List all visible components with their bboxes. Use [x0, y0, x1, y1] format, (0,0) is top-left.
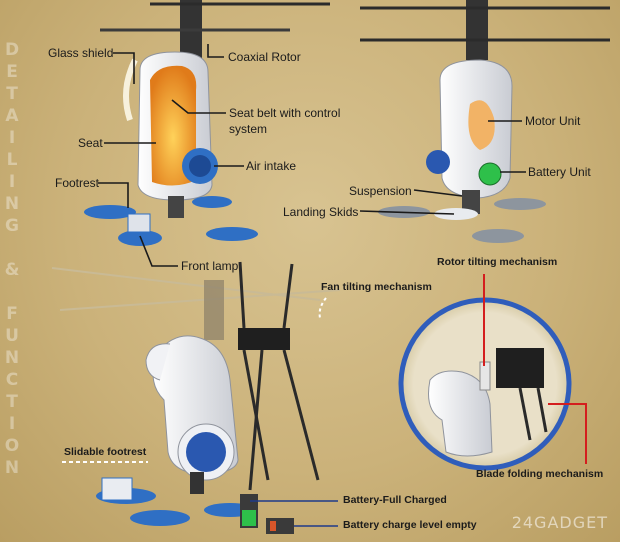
label-motor-unit: Motor Unit	[525, 114, 581, 128]
callout-blade-folding	[548, 403, 587, 464]
landing-skid	[494, 198, 546, 210]
zoom-post	[479, 361, 491, 391]
zoom-mechanism	[496, 348, 544, 388]
callout-rotor	[207, 44, 224, 58]
callout-glass	[113, 52, 135, 84]
fan-blade	[282, 263, 294, 329]
watermark-logo: 24GADGET	[511, 513, 608, 532]
rotor-mast	[466, 0, 488, 60]
landing-skid	[192, 196, 232, 208]
suspension-leg	[462, 190, 480, 214]
callout-lines-blue	[250, 500, 338, 527]
seat-interior	[150, 65, 197, 186]
battery-empty-level	[270, 521, 276, 531]
label-footrest: Footrest	[55, 176, 100, 190]
label-air-intake: Air intake	[246, 159, 297, 173]
callout-footrest	[98, 182, 129, 208]
craft-front-view	[84, 0, 330, 246]
callout-lines	[98, 44, 526, 267]
landing-skid	[206, 227, 258, 241]
fan-blade	[282, 349, 320, 481]
callout-lines-red	[483, 274, 587, 464]
craft-rear-view	[360, 0, 610, 243]
battery-unit	[478, 162, 502, 186]
zoom-body	[428, 370, 493, 457]
zoom-blade	[536, 387, 548, 433]
label-seat: Seat	[78, 136, 103, 150]
landing-skid	[130, 510, 190, 526]
fan-tilt-arrow	[318, 297, 327, 319]
zoom-blade	[518, 387, 532, 441]
side-fan-grille	[186, 432, 226, 472]
label-front-lamp: Front lamp	[181, 259, 239, 273]
label-battery-empty: Battery charge level empty	[343, 519, 477, 531]
label-landing-skids: Landing Skids	[283, 205, 359, 219]
callout-suspension	[413, 189, 463, 197]
label-seat-belt: Seat belt with control	[229, 106, 341, 120]
rotor-blade-ghost	[59, 289, 341, 311]
label-battery-unit: Battery Unit	[528, 165, 591, 179]
slidable-footrest	[101, 477, 133, 501]
callout-seatbelt	[171, 99, 226, 114]
fan-blade	[248, 349, 264, 491]
label-blade-folding: Blade folding mechanism	[476, 468, 604, 480]
side-fan	[426, 150, 450, 174]
glass-shield	[123, 58, 138, 121]
suspension-leg	[168, 196, 184, 218]
battery-full-level	[242, 510, 256, 526]
landing-skid-base	[434, 208, 478, 220]
callout-skids	[359, 210, 455, 215]
fan-tilting-assembly	[238, 328, 290, 350]
craft-side-view	[51, 261, 341, 534]
label-rotor-tilting: Rotor tilting mechanism	[437, 256, 558, 268]
callout-frontlamp	[139, 235, 178, 267]
label-battery-full: Battery-Full Charged	[343, 494, 447, 506]
front-lamp-block	[127, 213, 151, 233]
air-intake-core	[189, 155, 211, 177]
motor-window	[468, 100, 495, 150]
landing-skid	[84, 205, 136, 219]
side-title: DETAILING & FUNCTION	[2, 40, 22, 480]
glass-canopy	[145, 343, 171, 381]
label-seat-belt-line2: system	[229, 122, 268, 136]
label-suspension: Suspension	[349, 184, 412, 198]
zoom-detail	[398, 297, 572, 471]
label-fan-tilting: Fan tilting mechanism	[321, 281, 432, 293]
landing-skid	[472, 229, 524, 243]
label-glass-shield: Glass shield	[48, 46, 114, 60]
rotor-mast	[204, 280, 224, 340]
fan-blade	[238, 261, 246, 329]
label-coaxial-rotor: Coaxial Rotor	[228, 50, 301, 64]
suspension-leg	[190, 472, 204, 494]
label-slidable-footrest: Slidable footrest	[64, 446, 147, 458]
